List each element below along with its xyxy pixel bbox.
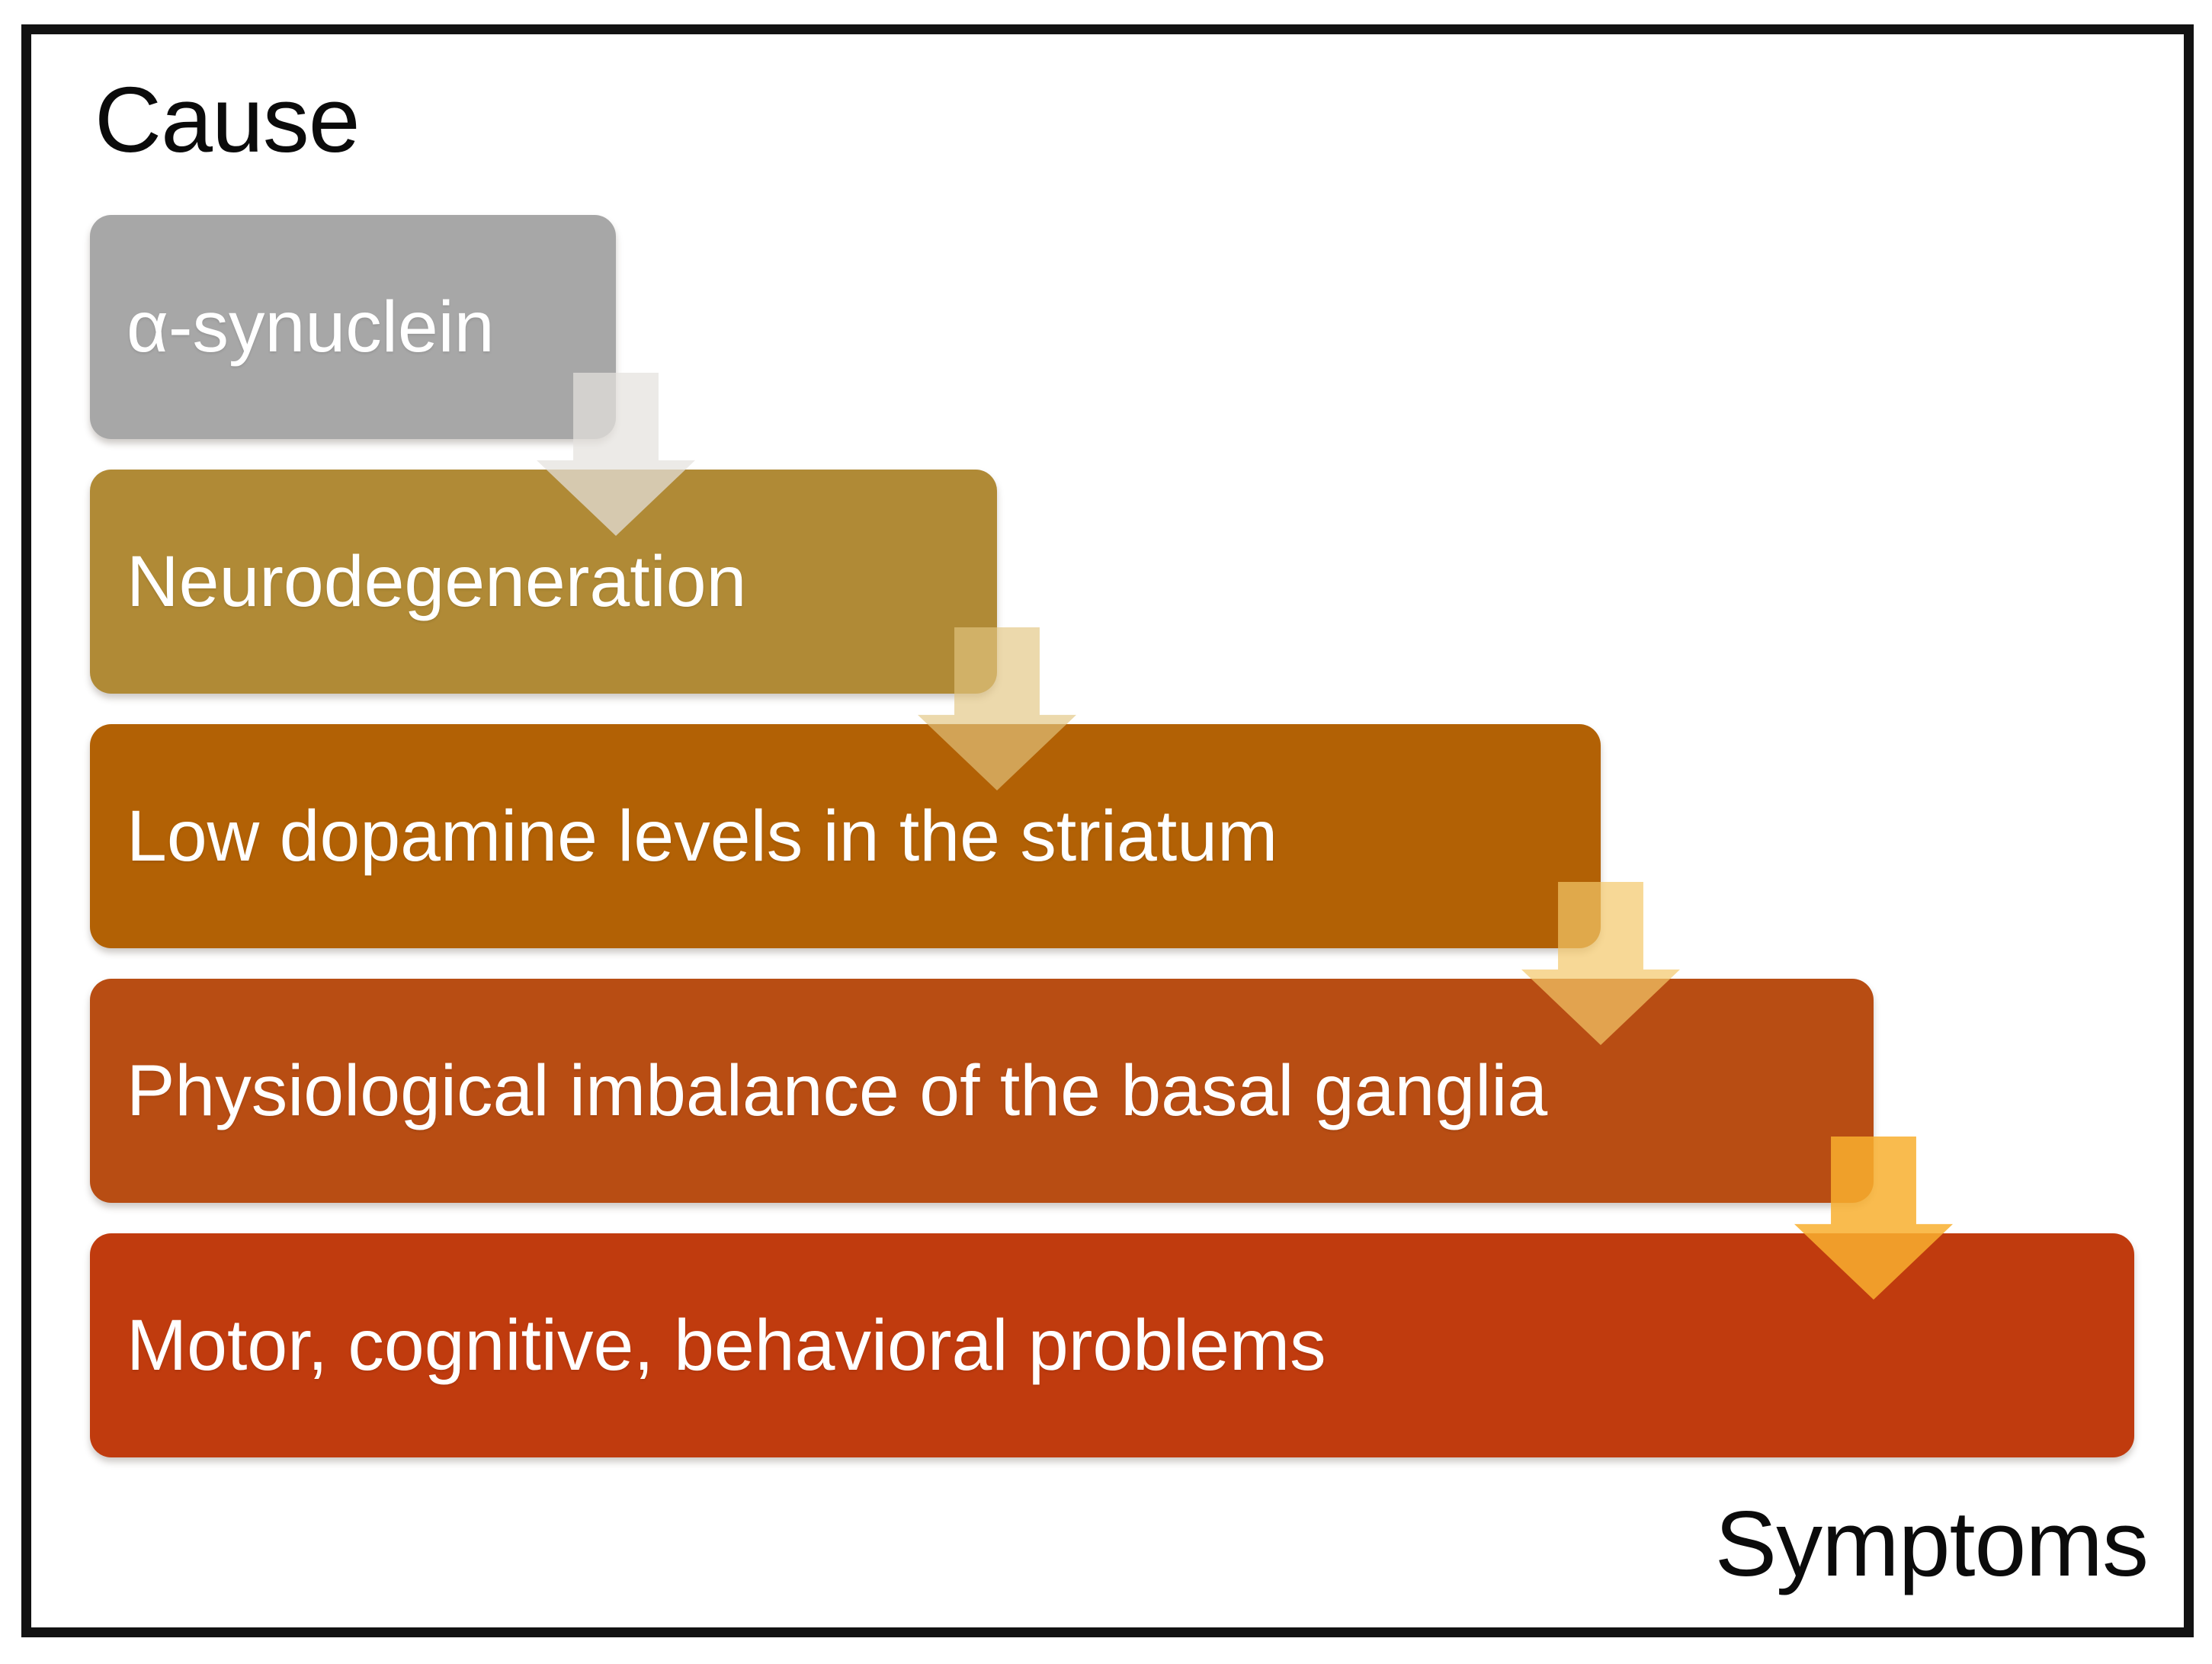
process-step-label: Neurodegeneration — [127, 540, 747, 622]
process-step-label: Low dopamine levels in the striatum — [127, 795, 1278, 877]
process-step-2: Neurodegeneration — [90, 470, 997, 694]
symptoms-label: Symptoms — [1714, 1492, 2149, 1595]
process-step-5: Motor, cognitive, behavioral problems — [90, 1233, 2134, 1457]
process-step-label: α-synuclein — [127, 286, 495, 367]
process-step-1: α-synuclein — [90, 215, 616, 439]
diagram-outer-border — [21, 24, 2194, 1637]
process-step-label: Physiological imbalance of the basal gan… — [127, 1050, 1548, 1131]
process-step-label: Motor, cognitive, behavioral problems — [127, 1304, 1326, 1386]
cause-label: Cause — [95, 68, 361, 172]
process-step-3: Low dopamine levels in the striatum — [90, 724, 1601, 948]
